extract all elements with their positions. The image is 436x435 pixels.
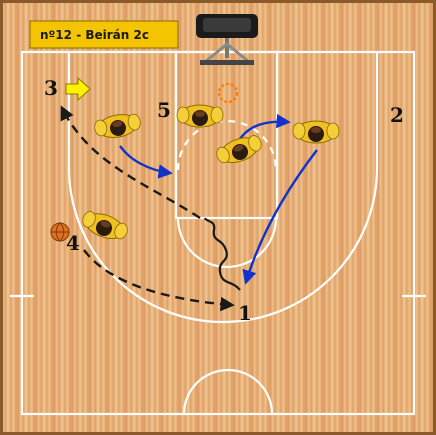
player-label-3: 3 [44, 76, 58, 100]
player-label-2: 2 [390, 103, 404, 127]
title-badge: nº12 - Beirán 2c [40, 28, 149, 42]
player-label-5: 5 [157, 98, 171, 122]
player-label-1: 1 [238, 301, 252, 325]
player-label-4: 4 [66, 231, 80, 255]
